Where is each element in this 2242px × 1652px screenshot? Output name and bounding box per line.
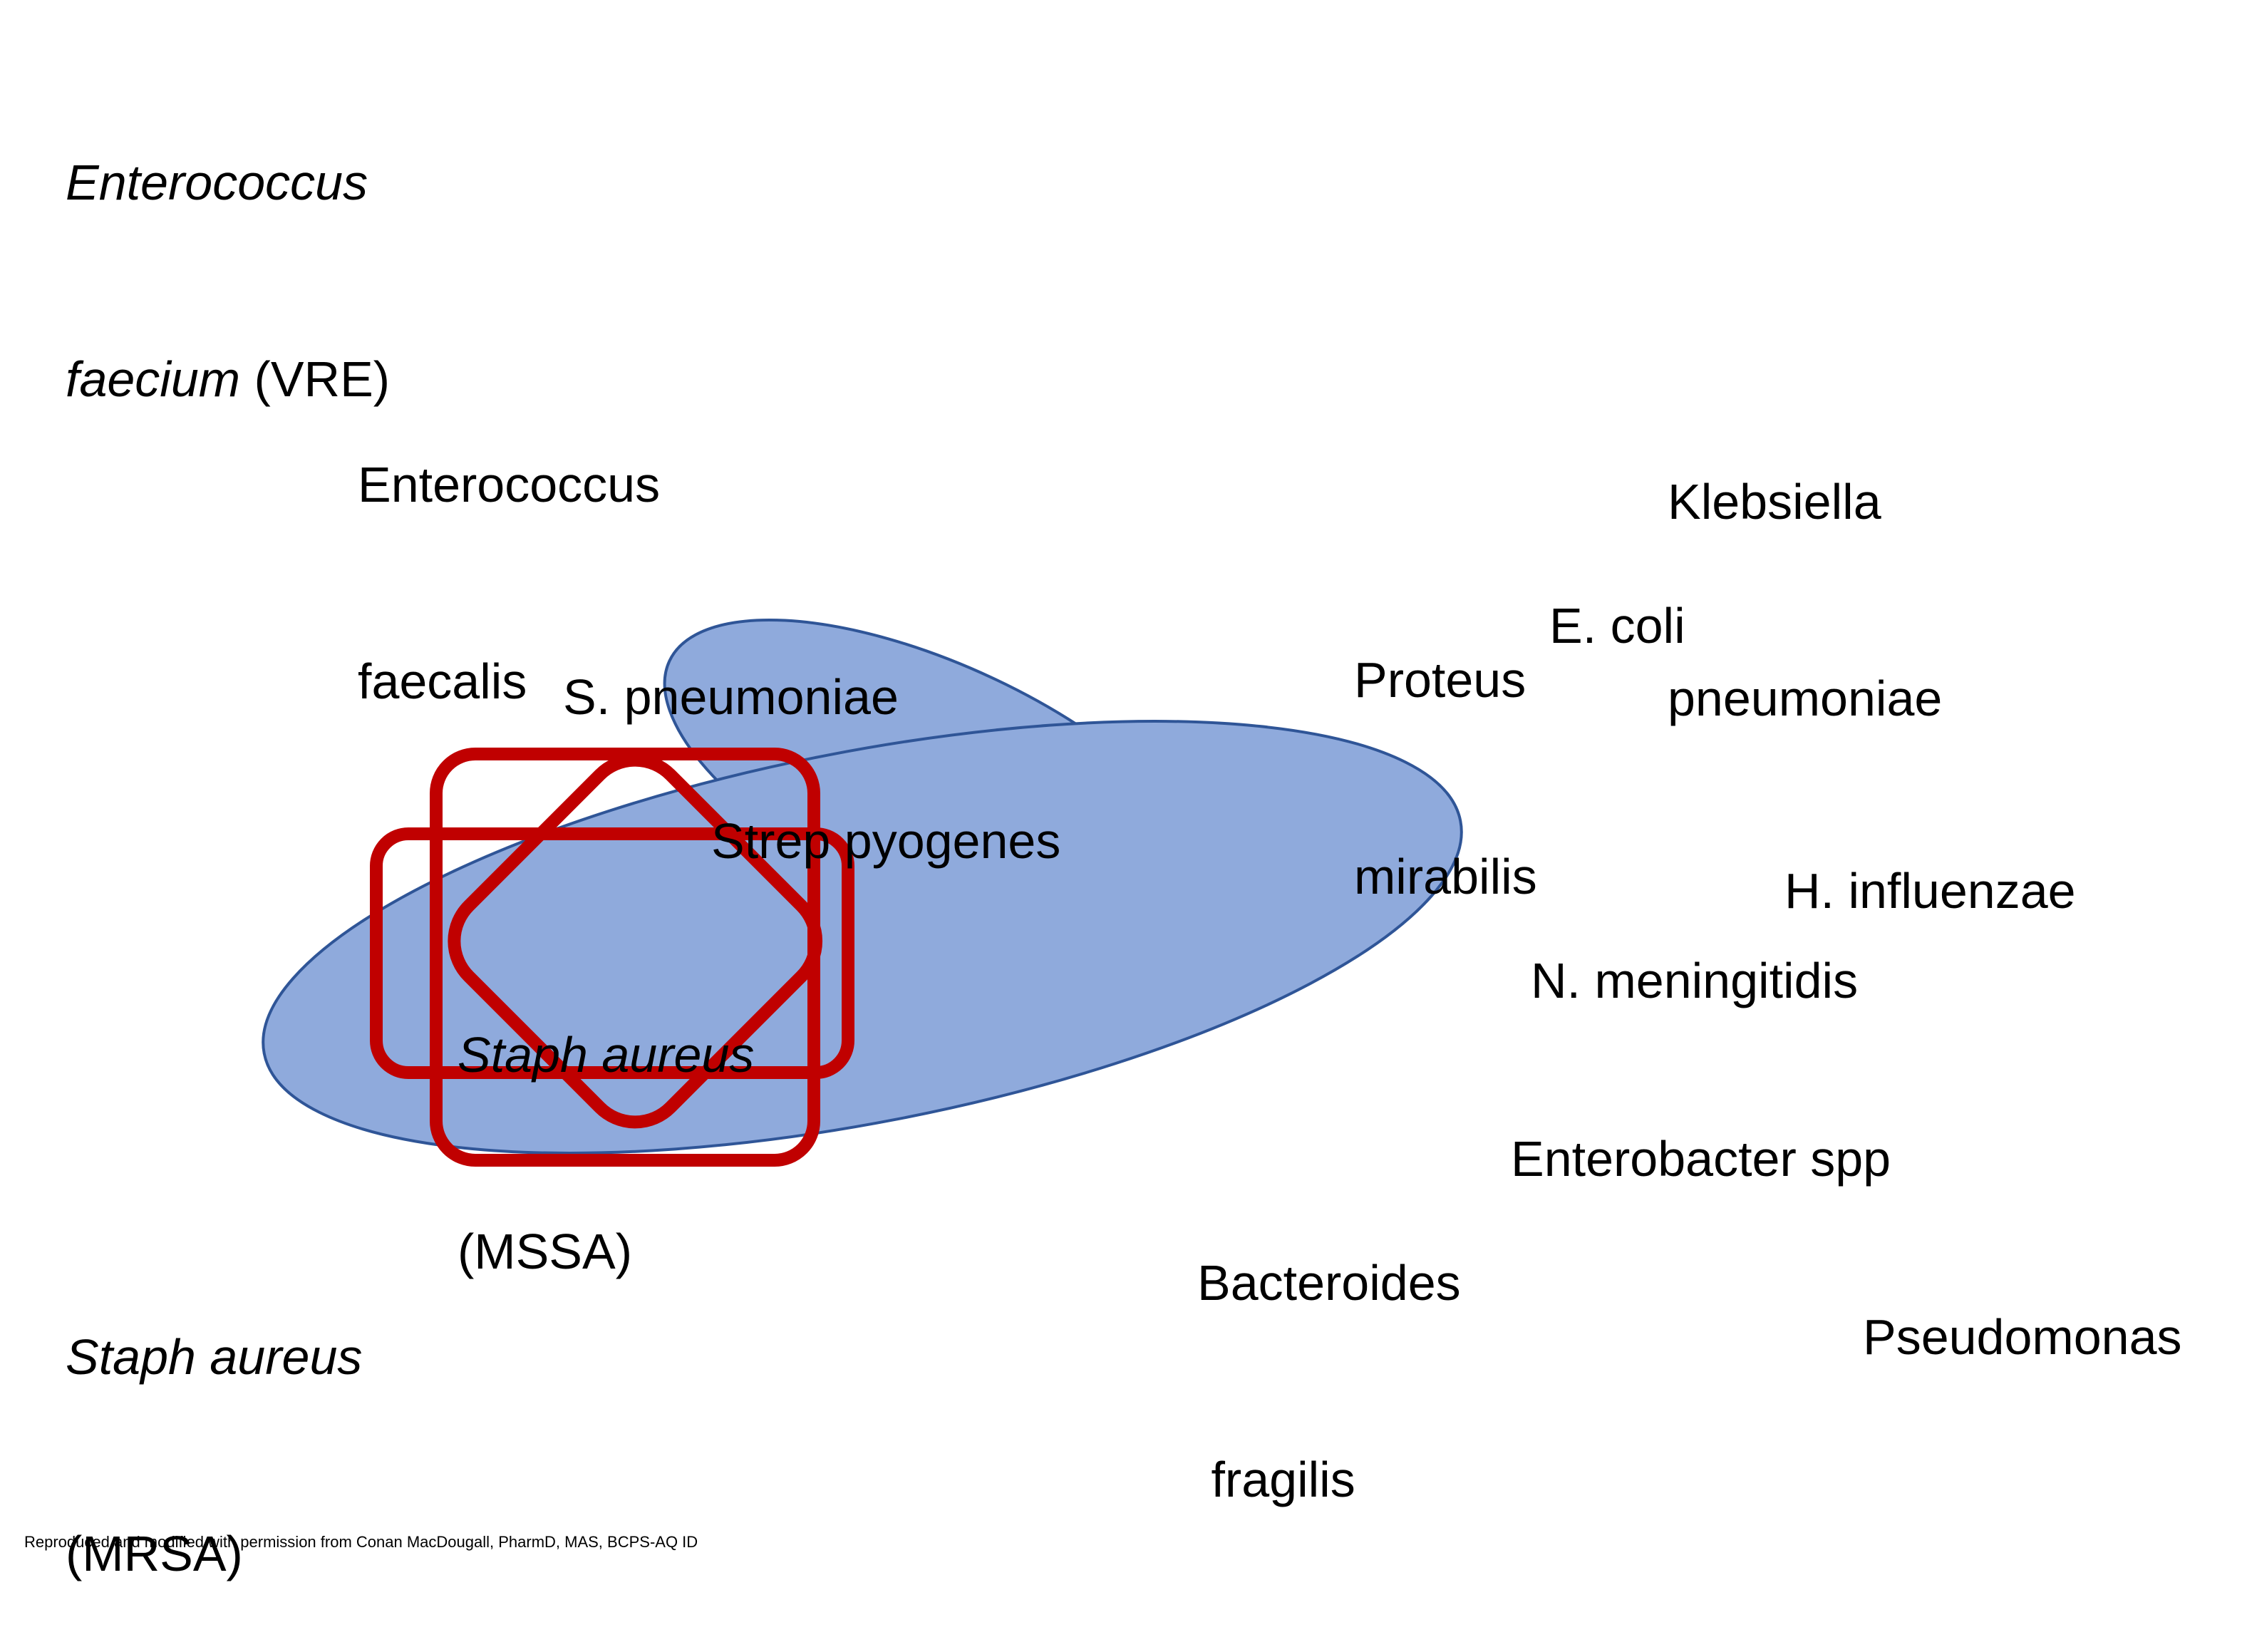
- vre-suffix: (VRE): [240, 351, 391, 407]
- label-bacteroides-fragilis: Bacteroides fragilis: [1197, 1119, 1461, 1578]
- bacteroides-line1: Bacteroides: [1197, 1255, 1461, 1311]
- coverage-diagram: [262, 618, 1463, 1167]
- n-meningitidis-text: N. meningitidis: [1531, 953, 1859, 1008]
- enterococcus-faecium-species: faecium: [66, 351, 241, 407]
- pseudomonas-text: Pseudomonas: [1863, 1309, 2182, 1365]
- klebsiella-line2: pneumoniae: [1668, 671, 1943, 726]
- label-pseudomonas: Pseudomonas: [1863, 1173, 2182, 1435]
- label-enterobacter-spp: Enterobacter spp: [1511, 995, 1891, 1257]
- mssa-highlight-octagram: [370, 748, 854, 1167]
- bacteroides-line2: fragilis: [1197, 1452, 1355, 1507]
- credit-footnote: Reproduced and modified with permission …: [24, 1533, 698, 1551]
- label-s-pneumoniae: S. pneumoniae: [563, 533, 899, 795]
- enterococcus-faecalis-line1: Enterococcus: [358, 457, 661, 512]
- staph-aureus-mssa-line2: (MSSA): [458, 1224, 632, 1279]
- label-strep-pyogenes: Strep pyogenes: [711, 677, 1060, 939]
- label-proteus-mirabilis: Proteus mirabilis: [1354, 516, 1537, 975]
- label-enterococcus-faecalis: Enterococcus faecalis: [358, 321, 660, 780]
- strep-pyogenes-text: Strep pyogenes: [711, 813, 1061, 869]
- label-n-meningitidis: N. meningitidis: [1531, 817, 1858, 1079]
- klebsiella-line1: Klebsiella: [1668, 474, 1881, 530]
- highlight-square-diagonal: [448, 753, 823, 1129]
- label-e-coli: E. coli: [1549, 462, 1685, 724]
- proteus-line2: mirabilis: [1354, 849, 1537, 904]
- proteus-line1: Proteus: [1354, 652, 1526, 708]
- h-influenzae-text: H. influenzae: [1784, 863, 2076, 919]
- label-staph-aureus-mssa: Staph aureus (MSSA): [458, 891, 754, 1350]
- enterococcus-faecium-line1: Enterococcus: [66, 155, 368, 210]
- enterococcus-faecalis-line2: faecalis: [358, 654, 527, 709]
- label-enterococcus-faecium: Enterococcus faecium (VRE): [66, 19, 390, 477]
- label-h-influenzae: H. influenzae: [1784, 727, 2076, 989]
- enterobacter-text: Enterobacter spp: [1511, 1131, 1891, 1187]
- s-pneumoniae-text: S. pneumoniae: [563, 669, 899, 725]
- e-coli-text: E. coli: [1549, 598, 1685, 654]
- staph-aureus-mrsa-line1: Staph aureus: [66, 1329, 363, 1385]
- staph-aureus-mrsa-line2: (MRSA): [66, 1526, 243, 1581]
- highlight-square-upright: [370, 827, 854, 1079]
- label-klebsiella-pneumoniae: Klebsiella pneumoniae: [1668, 338, 1942, 797]
- staph-aureus-mssa-line1: Staph aureus: [458, 1027, 755, 1083]
- label-staph-aureus-mrsa: Staph aureus (MRSA): [66, 1193, 362, 1652]
